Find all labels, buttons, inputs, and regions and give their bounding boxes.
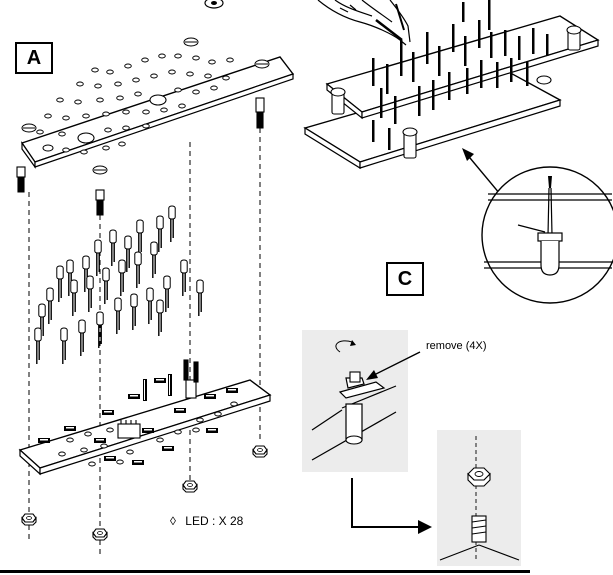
step-label-c: C	[386, 262, 424, 296]
bolt-detail-photo	[437, 430, 521, 566]
hand-with-tool	[317, 0, 411, 46]
led-quantity: ◊ LED : X 28	[170, 514, 243, 528]
step-label-a: A	[15, 42, 53, 74]
diamond-icon: ◊	[170, 514, 176, 528]
removal-detail-photo	[302, 330, 421, 472]
soldering-view	[303, 0, 613, 304]
footer-rule	[0, 570, 530, 573]
guide-lines	[28, 128, 261, 555]
stacked-plates	[303, 15, 600, 170]
next-step-arrow	[351, 478, 432, 534]
led-leads	[372, 0, 549, 150]
exploded-assembly-view	[16, 0, 295, 555]
remove-callout: remove (4X)	[426, 340, 487, 352]
detail-magnifier	[481, 166, 613, 304]
circuit-board	[18, 359, 272, 476]
standoffs	[16, 97, 265, 216]
top-plate	[20, 37, 295, 175]
led-array	[34, 205, 204, 365]
led-quantity-text: LED : X 28	[185, 514, 244, 528]
